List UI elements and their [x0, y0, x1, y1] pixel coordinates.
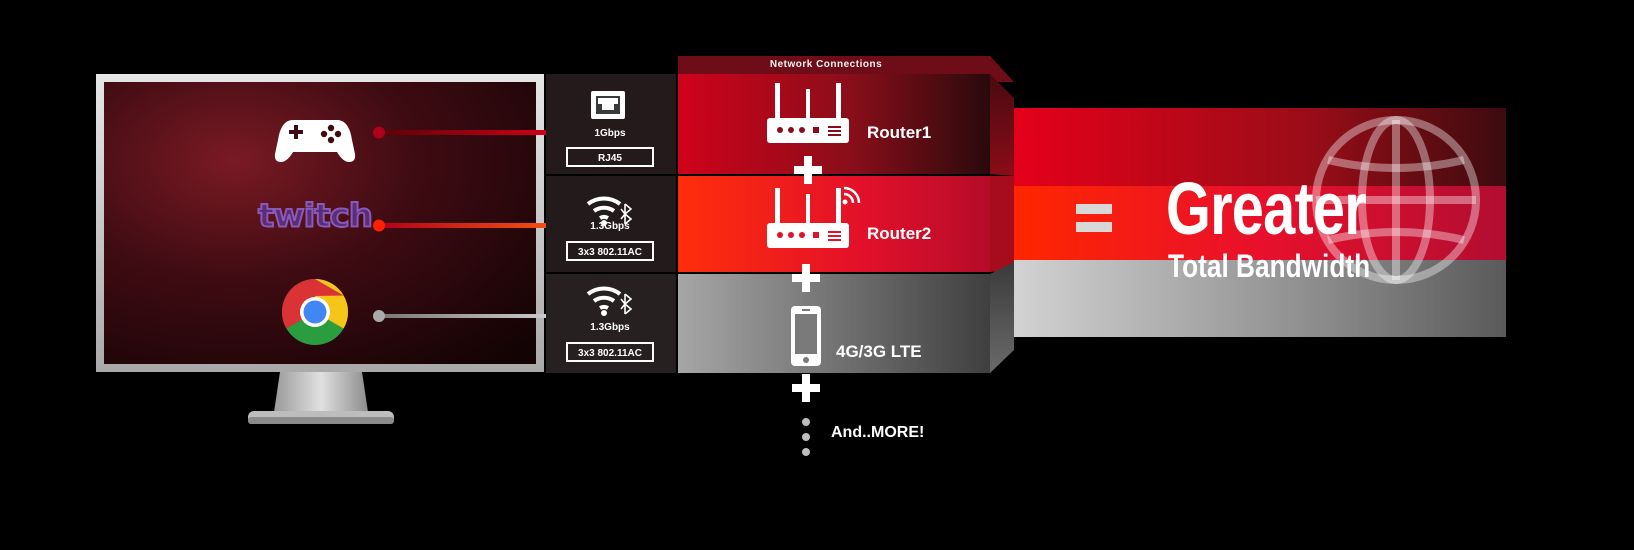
plus-icon: [792, 264, 820, 292]
port-speed-1: 1Gbps: [594, 128, 626, 139]
lte-label: 4G/3G LTE: [836, 342, 922, 361]
globe-icon: [1312, 116, 1480, 284]
link-line-3: [378, 314, 573, 318]
more-dots-icon: [802, 418, 810, 456]
chrome-icon: [281, 279, 349, 345]
lte-slab: [678, 274, 990, 373]
link-dot: [373, 126, 385, 139]
smartphone-icon: [791, 306, 821, 366]
plus-icon: [792, 374, 820, 402]
link-dot: [373, 310, 385, 322]
port-speed-2: 1.3Gbps: [590, 221, 630, 232]
monitor-stand: [274, 372, 368, 412]
ethernet-port-icon: [591, 91, 625, 119]
device-links: [373, 126, 573, 322]
wifi-bluetooth-icon: [586, 196, 633, 226]
result-title: Greater: [1166, 167, 1367, 250]
twitch-logo-text: twitch: [257, 196, 374, 236]
result-block: [1014, 108, 1506, 337]
link-line-2: [378, 223, 573, 228]
port-type-1: RJ45: [566, 147, 654, 167]
port-type-2: 3x3 802.11AC: [566, 241, 654, 261]
twitch-logo: twitch: [257, 196, 374, 236]
network-connections-title: Network Connections: [769, 59, 883, 70]
router2-label: Router2: [867, 224, 932, 243]
gamepad-icon: [274, 120, 356, 162]
wireless-router-icon: [767, 186, 861, 248]
port-type-3: 3x3 802.11AC: [566, 342, 654, 362]
connection-stack: [678, 56, 1014, 456]
router-icon: [767, 83, 849, 143]
link-line-1: [378, 130, 573, 135]
plus-icon: [794, 156, 822, 184]
wifi-bluetooth-icon: [586, 286, 633, 316]
more-label: And..MORE!: [831, 424, 925, 441]
router1-label: Router1: [867, 123, 932, 142]
equals-icon: [1076, 204, 1112, 232]
port-speed-3: 1.3Gbps: [590, 322, 630, 333]
link-dot: [373, 219, 385, 232]
result-subtitle: Total Bandwidth: [1168, 248, 1371, 284]
